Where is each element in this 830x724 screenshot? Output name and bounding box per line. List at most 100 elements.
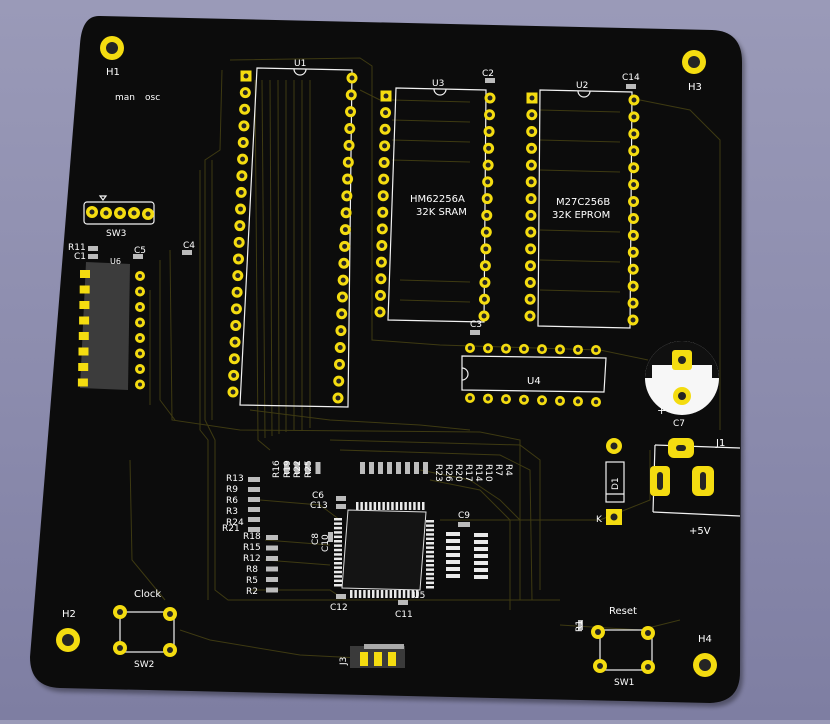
pin-hole — [242, 106, 248, 112]
pin-hole — [487, 112, 493, 118]
smd-pad — [360, 502, 363, 510]
pin-hole — [528, 179, 534, 185]
pin-hole — [631, 165, 637, 171]
smd-pad — [382, 502, 385, 510]
smd-pad — [77, 378, 88, 387]
pin-hole — [237, 223, 243, 229]
component-j1[interactable] — [650, 438, 741, 517]
u2-part-number: M27C256B — [556, 197, 610, 208]
component-j3[interactable] — [350, 644, 405, 668]
component-sw2[interactable] — [113, 605, 177, 657]
smd-pad — [334, 553, 342, 556]
smd-pad — [334, 540, 342, 543]
smd-pad — [395, 502, 399, 510]
pin-hole — [484, 212, 490, 218]
resistors-left2[interactable] — [266, 535, 278, 593]
label-r11: R11 — [68, 243, 86, 253]
resistors-left[interactable] — [248, 477, 260, 532]
smd-pad — [446, 574, 460, 578]
smd-pad — [394, 590, 397, 598]
mount-hole-h4[interactable] — [693, 653, 717, 677]
pin-hole — [481, 313, 487, 319]
label-u5: U5 — [413, 591, 425, 601]
smd-pad — [354, 590, 357, 598]
pin-hole — [383, 93, 389, 99]
component-u6[interactable] — [77, 262, 145, 390]
pin-hole — [528, 246, 534, 252]
u1-pins-right — [332, 72, 358, 404]
component-u4[interactable] — [461, 343, 607, 407]
pin-hole — [138, 351, 142, 356]
component-u2[interactable] — [524, 89, 640, 329]
resistor — [360, 462, 365, 474]
pin-hole — [529, 95, 535, 101]
smd-pad — [386, 502, 390, 510]
resistor — [248, 477, 260, 482]
pin-hole — [138, 320, 142, 325]
smd-pad — [385, 590, 388, 598]
u3-part-desc: 32K SRAM — [416, 207, 467, 218]
resistor — [266, 566, 278, 572]
mount-hole-h1[interactable] — [100, 36, 124, 60]
pin-hole — [233, 306, 239, 312]
sw1-label-reset: Reset — [609, 606, 637, 617]
smd-pad — [334, 566, 342, 569]
smd-pad — [426, 550, 434, 554]
resistors-top[interactable] — [284, 462, 428, 474]
pin-hole — [232, 339, 238, 345]
pin-hole — [138, 336, 142, 340]
smd-pad — [334, 562, 342, 565]
pin-hole — [236, 239, 242, 245]
component-c7[interactable] — [645, 341, 719, 415]
pin-hole — [557, 347, 563, 352]
label-sw1: SW1 — [614, 678, 634, 688]
label-r25: R25 — [304, 460, 314, 478]
pin-hole — [381, 159, 387, 165]
u2-pins-left — [524, 92, 538, 322]
pin-hole — [348, 92, 354, 98]
smd-pad — [426, 520, 434, 523]
pin-hole — [631, 97, 637, 103]
smd-pad — [408, 502, 412, 510]
copper-traces — [129, 57, 721, 661]
label-r23: R23 — [433, 464, 443, 482]
resistor — [266, 587, 278, 593]
pin-hole — [539, 398, 545, 403]
mount-holes — [56, 36, 717, 677]
pin-hole — [503, 346, 509, 351]
smd-pad — [416, 590, 419, 598]
mount-hole-h3[interactable] — [682, 50, 706, 74]
c7-polarity-plus: + — [657, 404, 666, 417]
smd-pad — [79, 316, 90, 325]
mount-hole-h2[interactable] — [56, 628, 80, 652]
pin-hole — [239, 173, 245, 179]
pin-hole — [528, 212, 534, 218]
d1-cathode-k: K — [596, 515, 603, 525]
resistor — [266, 545, 278, 551]
pin-hole — [240, 156, 246, 162]
pin-hole — [557, 398, 563, 404]
resistor — [266, 535, 278, 540]
component-u1[interactable] — [227, 67, 358, 408]
component-u3[interactable] — [374, 87, 496, 323]
smd-pad — [369, 502, 372, 510]
component-u5[interactable] — [334, 502, 434, 598]
component-sw1[interactable] — [591, 625, 655, 674]
sw2-label-clock: Clock — [134, 589, 161, 600]
smd-pad — [334, 544, 342, 547]
smd-pad — [426, 528, 434, 532]
smd-pad — [446, 553, 460, 557]
u4-pins-top — [465, 343, 601, 355]
resistor — [294, 462, 300, 474]
component-d1[interactable] — [605, 438, 625, 525]
pin-hole — [378, 276, 384, 282]
smd-pad — [350, 590, 353, 598]
pin-hole — [528, 162, 534, 168]
u3-part-number: HM62256A — [410, 194, 465, 205]
label-c8: C8 — [311, 533, 321, 545]
pin-hole — [527, 279, 533, 285]
label-r19: R19 — [283, 460, 293, 478]
pin-hole — [379, 243, 385, 249]
component-soic-near-c9[interactable] — [446, 532, 488, 579]
component-sw3[interactable] — [83, 195, 155, 225]
